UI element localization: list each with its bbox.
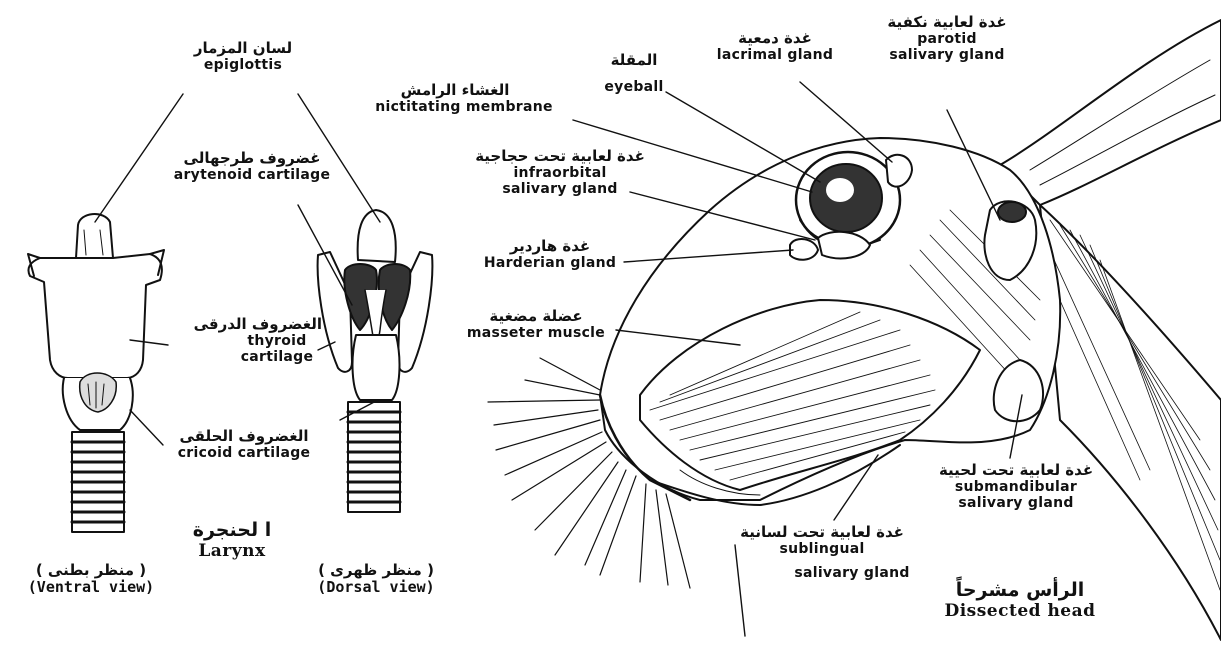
- label-masseter-ar: عضلة مضغية: [446, 308, 626, 325]
- head-title: الرأس مشرحاً Dissected head: [930, 580, 1110, 621]
- label-arytenoid-en: arytenoid cartilage: [172, 167, 332, 183]
- label-nictitating-ar: الغشاء الرامش: [354, 82, 574, 99]
- label-eyeball-en: eyeball: [594, 79, 674, 95]
- label-eyeball: المقلة eyeball: [594, 52, 674, 95]
- ventral-view-en: (Ventral view): [6, 579, 176, 596]
- label-arytenoid-ar: غضروف طرجهالى: [172, 150, 332, 167]
- label-thyroid-en-1: thyroid: [232, 333, 322, 349]
- ventral-view-ar: ( منظر بطنى ): [6, 562, 176, 579]
- head-title-en: Dissected head: [944, 601, 1095, 621]
- label-parotid-en-1: parotid: [862, 31, 1032, 47]
- dorsal-trachea-rings: [348, 402, 400, 512]
- label-submandibular-en-2: salivary gland: [926, 495, 1106, 511]
- label-nictitating-membrane: الغشاء الرامش nictitating membrane: [354, 82, 574, 115]
- label-infraorbital-gland: غدة لعابية تحت حجاجية infraorbital saliv…: [470, 148, 650, 197]
- label-masseter-muscle: عضلة مضغية masseter muscle: [446, 308, 626, 341]
- label-thyroid-en-2: cartilage: [232, 349, 322, 365]
- larynx-title-en: Larynx: [198, 541, 265, 561]
- larynx-title: ا لحنجرة Larynx: [172, 520, 292, 561]
- label-parotid-en-2: salivary gland: [862, 47, 1032, 63]
- label-cricoid-en: cricoid cartilage: [160, 445, 328, 461]
- label-cricoid-ar: الغضروف الحلقى: [160, 428, 328, 445]
- label-nictitating-en: nictitating membrane: [354, 99, 574, 115]
- label-epiglottis-ar: لسان المزمار: [178, 40, 308, 57]
- larynx-title-ar: ا لحنجرة: [172, 520, 292, 542]
- label-cricoid: الغضروف الحلقى cricoid cartilage: [160, 428, 328, 461]
- label-infraorbital-en-2: salivary gland: [470, 181, 650, 197]
- dorsal-view-en: (Dorsal view): [296, 579, 456, 596]
- larynx-dorsal-drawing: [318, 210, 433, 512]
- dorsal-view-caption: ( منظر ظهرى ) (Dorsal view): [296, 562, 456, 597]
- label-infraorbital-ar: غدة لعابية تحت حجاجية: [470, 148, 650, 165]
- label-harderian-gland: غدة هاردير Harderian gland: [460, 238, 640, 271]
- label-harderian-en: Harderian gland: [460, 255, 640, 271]
- label-infraorbital-en-1: infraorbital: [470, 165, 650, 181]
- dorsal-view-ar: ( منظر ظهرى ): [296, 562, 456, 579]
- label-harderian-ar: غدة هاردير: [460, 238, 640, 255]
- label-parotid-gland: غدة لعابية نكفية parotid salivary gland: [862, 14, 1032, 63]
- label-masseter-en: masseter muscle: [446, 325, 626, 341]
- label-eyeball-ar: المقلة: [594, 52, 674, 69]
- label-sublingual-ar: غدة لعابية تحت لسانية: [732, 524, 912, 541]
- label-lacrimal-ar: غدة دمعية: [710, 30, 840, 47]
- larynx-ventral-drawing: [28, 214, 164, 532]
- label-arytenoid: غضروف طرجهالى arytenoid cartilage: [172, 150, 332, 183]
- label-epiglottis-en: epiglottis: [178, 57, 308, 73]
- label-submandibular-ar: غدة لعابية تحت لحيية: [926, 462, 1106, 479]
- label-sublingual-en-2: salivary gland: [732, 565, 912, 581]
- label-submandibular-gland: غدة لعابية تحت لحيية submandibular saliv…: [926, 462, 1106, 511]
- label-thyroid-ar: الغضروف الدرقى: [232, 316, 322, 333]
- label-sublingual-gland: غدة لعابية تحت لسانية sublingual salivar…: [732, 524, 912, 581]
- label-thyroid: الغضروف الدرقى thyroid cartilage: [232, 316, 322, 365]
- label-lacrimal-gland: غدة دمعية lacrimal gland: [710, 30, 840, 63]
- ventral-trachea-rings: [72, 432, 124, 532]
- label-epiglottis: لسان المزمار epiglottis: [178, 40, 308, 73]
- label-sublingual-en-1: sublingual: [732, 541, 912, 557]
- ventral-view-caption: ( منظر بطنى ) (Ventral view): [6, 562, 176, 597]
- label-submandibular-en-1: submandibular: [926, 479, 1106, 495]
- label-lacrimal-en: lacrimal gland: [710, 47, 840, 63]
- label-parotid-ar: غدة لعابية نكفية: [862, 14, 1032, 31]
- head-title-ar: الرأس مشرحاً: [930, 580, 1110, 602]
